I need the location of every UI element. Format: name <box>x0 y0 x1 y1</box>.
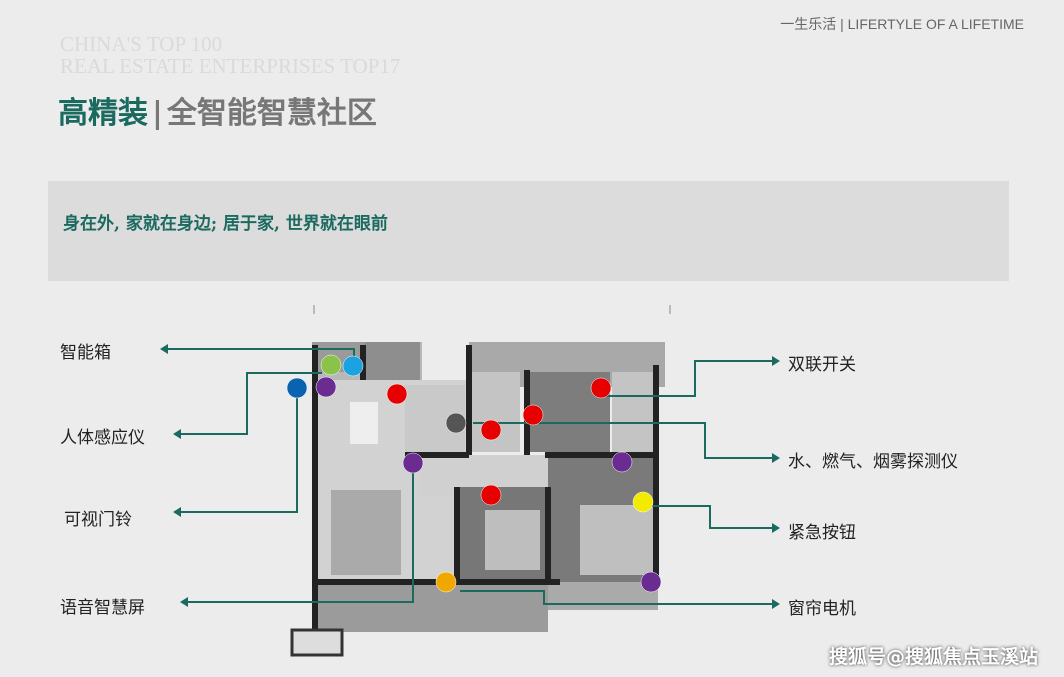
marker-gray <box>445 412 467 434</box>
tagline: 一生乐活 | LIFERTYLE OF A LIFETIME <box>780 16 1024 32</box>
title-sub: 全智能智慧社区 <box>166 96 377 131</box>
title-separator: | <box>152 96 163 131</box>
label-emergency-button: 紧急按钮 <box>788 523 856 543</box>
watermark: 搜狐号@搜狐焦点玉溪站 <box>828 646 1038 668</box>
label-double-switch: 双联开关 <box>788 355 856 375</box>
callout-lines <box>165 348 775 605</box>
label-video-doorbell: 可视门铃 <box>64 510 132 530</box>
label-curtain-motor: 窗帘电机 <box>788 599 856 619</box>
slogan-banner: 身在外, 家就在身边; 居于家, 世界就在眼前 <box>48 181 1009 281</box>
marker-light-blue <box>342 355 364 377</box>
slogan-text: 身在外, 家就在身边; 居于家, 世界就在眼前 <box>63 214 388 234</box>
marker-purple <box>402 452 424 474</box>
marker-green <box>320 354 342 376</box>
marker-red <box>522 404 544 426</box>
label-smart-box: 智能箱 <box>60 343 111 363</box>
line-voice-screen <box>185 470 414 603</box>
marker-red <box>386 383 408 405</box>
line-smart-box <box>165 348 355 358</box>
line-body-sensor <box>178 372 322 435</box>
marker-blue <box>286 377 308 399</box>
marker-red <box>480 484 502 506</box>
line-curtain <box>460 590 775 605</box>
device-markers <box>286 354 662 593</box>
page-title: 高精装|全智能智慧社区 <box>58 88 377 132</box>
label-voice-screen: 语音智慧屏 <box>60 598 145 618</box>
line-double-switch <box>605 360 775 397</box>
marker-yellow <box>632 491 654 513</box>
title-main: 高精装 <box>58 96 148 131</box>
line-video-doorbell <box>178 398 298 513</box>
english-subtitle-1: CHINA'S TOP 100 <box>60 32 223 56</box>
label-body-sensor: 人体感应仪 <box>60 428 145 448</box>
marker-purple <box>611 451 633 473</box>
marker-red <box>590 377 612 399</box>
arrowheads <box>160 344 780 609</box>
line-emergency <box>648 505 775 529</box>
line-detectors <box>473 422 775 459</box>
label-detectors: 水、燃气、烟雾探测仪 <box>788 452 958 472</box>
marker-orange <box>435 571 457 593</box>
marker-purple <box>315 376 337 398</box>
marker-red <box>480 419 502 441</box>
english-subtitle-2: REAL ESTATE ENTERPRISES TOP17 <box>60 54 401 78</box>
marker-purple <box>640 571 662 593</box>
